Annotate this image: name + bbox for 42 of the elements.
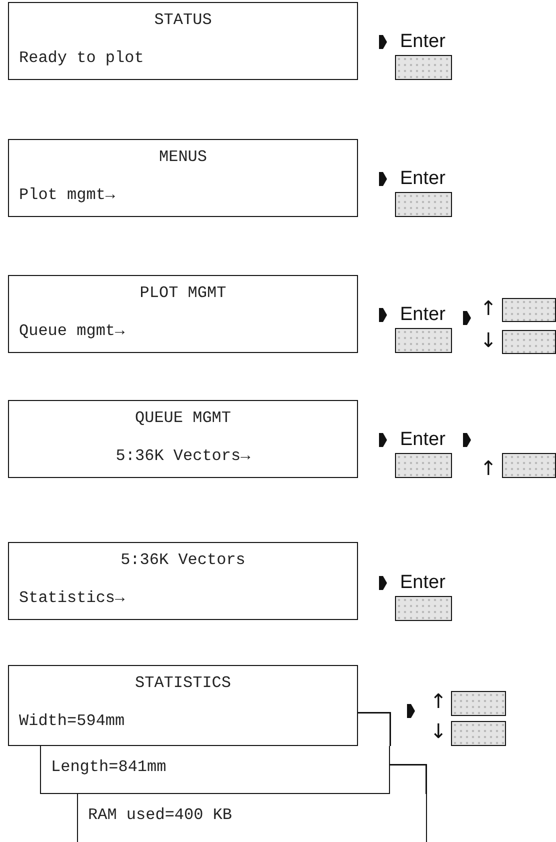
display-heading: STATISTICS [134, 674, 232, 692]
key-label: Enter [400, 31, 446, 53]
display-heading: PLOT MGMT [138, 284, 228, 302]
arrow-label: ↓ [430, 721, 447, 741]
key-button [395, 328, 452, 353]
arrow-label: ↑ [430, 691, 447, 711]
display-line: Plot mgmt→ [19, 186, 116, 204]
display-line: Statistics→ [19, 589, 125, 607]
key-button [502, 298, 556, 322]
display-heading: QUEUE MGMT [134, 409, 232, 427]
key-label: Enter [400, 168, 446, 190]
key-button [451, 721, 506, 746]
display-window [8, 275, 358, 353]
display-window [8, 2, 358, 80]
key-label: Enter [400, 572, 446, 594]
display-line: Queue mgmt→ [19, 322, 125, 340]
display-line: RAM used=400 KB [88, 806, 232, 824]
display-window [8, 139, 358, 217]
display-line: Ready to plot [19, 49, 144, 67]
display-window [8, 542, 358, 620]
display-window [77, 794, 427, 842]
key-button [395, 55, 452, 80]
display-window [8, 400, 358, 478]
arrow-label: ↓ [480, 330, 497, 350]
key-label: Enter [400, 304, 446, 326]
display-window [40, 746, 390, 794]
display-heading: STATUS [153, 11, 213, 29]
display-heading: 5:36K Vectors [120, 551, 246, 569]
key-button [395, 192, 452, 217]
key-button [395, 453, 452, 478]
display-window [8, 665, 358, 746]
arrow-label: ↑ [480, 458, 497, 478]
key-button [451, 691, 506, 716]
key-button [502, 453, 556, 478]
key-button [395, 596, 452, 621]
display-line: Width=594mm [19, 712, 125, 730]
arrow-label: ↑ [480, 298, 497, 318]
display-heading: MENUS [158, 148, 208, 166]
display-line: 5:36K Vectors→ [114, 447, 252, 465]
display-line: Length=841mm [51, 758, 166, 776]
key-label: Enter [400, 429, 446, 451]
key-button [502, 330, 556, 354]
